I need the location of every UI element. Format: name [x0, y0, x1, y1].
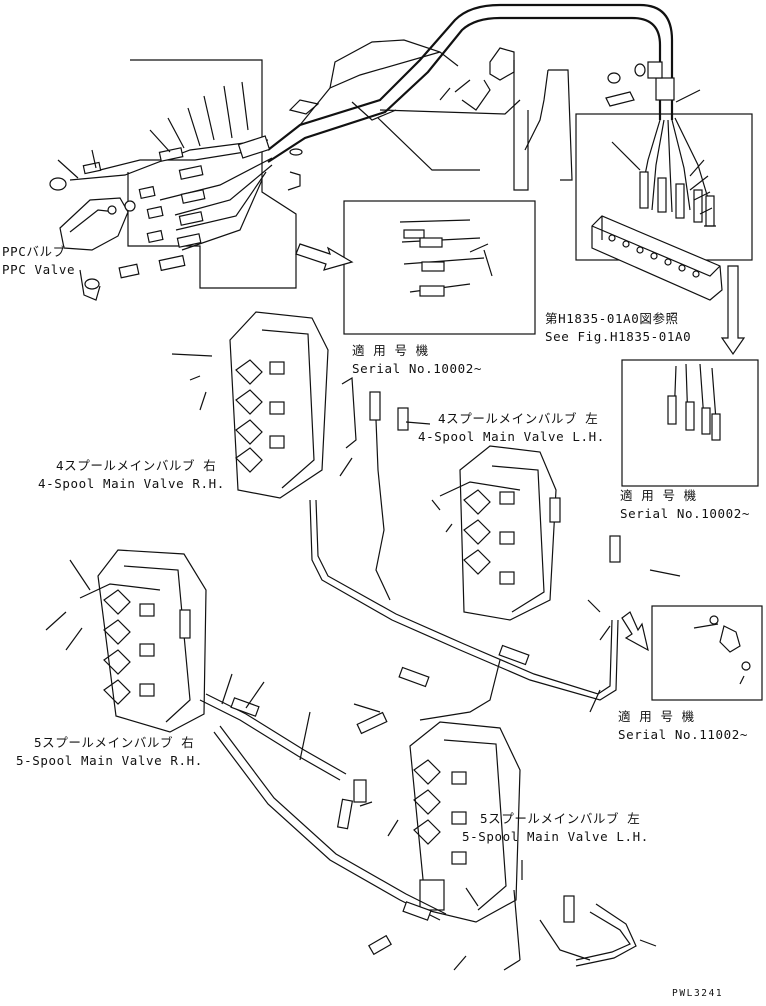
hose-fittings-group	[69, 135, 273, 279]
hose-bundle-right	[639, 61, 711, 213]
spool5-rh-label-en: 5-Spool Main Valve R.H.	[16, 753, 203, 768]
see-fig-label-jp: 第H1835-01A0図参照	[545, 311, 679, 326]
spool5-lh-label-jp: 5スプールメインバルブ 左	[480, 811, 640, 826]
spool4-rh-label-jp: 4スプールメインバルブ 右	[56, 458, 216, 473]
spool4-lh-label-en: 4-Spool Main Valve L.H.	[418, 429, 605, 444]
drawing-code-label: PWL3241	[672, 988, 723, 999]
leader-lines	[45, 81, 745, 971]
inset-box-2	[621, 359, 759, 487]
spool5-rh-label-jp: 5スプールメインバルブ 右	[34, 735, 194, 750]
ppc-valve	[49, 177, 136, 301]
spool5-rh-valve	[79, 549, 207, 733]
inset-box-3	[651, 605, 763, 701]
inset2-serial-label-jp: 適 用 号 機	[620, 488, 697, 503]
spool5-lh-label-en: 5-Spool Main Valve L.H.	[462, 829, 649, 844]
distributor-block	[575, 113, 753, 301]
spool4-lh-valve	[439, 445, 561, 621]
spool4-lh-label-jp: 4スプールメインバルブ 左	[438, 411, 598, 426]
top-bolts	[287, 47, 646, 191]
main-pipe-trunk	[267, 3, 674, 171]
hollow-arrow-down-right-icon	[621, 611, 649, 652]
interconnect-piping	[199, 499, 637, 967]
spool5-lh-valve	[409, 721, 521, 923]
spool4-rh-label-en: 4-Spool Main Valve R.H.	[38, 476, 225, 491]
inset3-serial-label-en: Serial No.11002~	[618, 727, 748, 742]
see-fig-label-en: See Fig.H1835-01A0	[545, 329, 691, 344]
inset1-serial-label-en: Serial No.10002~	[352, 361, 482, 376]
spool4-rh-valve	[229, 311, 409, 601]
inset1-serial-label-jp: 適 用 号 機	[352, 343, 429, 358]
inset3-serial-label-jp: 適 用 号 機	[618, 709, 695, 724]
text-labels: PPCバルブ PPC Valve 第H1835-01A0図参照 See Fig.…	[2, 244, 750, 999]
inset2-serial-label-en: Serial No.10002~	[620, 506, 750, 521]
inset-box-1	[343, 200, 536, 335]
hollow-arrow-right-icon	[295, 243, 354, 271]
ppc-valve-label-jp: PPCバルブ	[2, 244, 66, 259]
hollow-arrow-down-icon	[720, 265, 746, 356]
ppc-valve-label-en: PPC Valve	[2, 262, 75, 277]
hose-group-frame	[127, 59, 297, 289]
